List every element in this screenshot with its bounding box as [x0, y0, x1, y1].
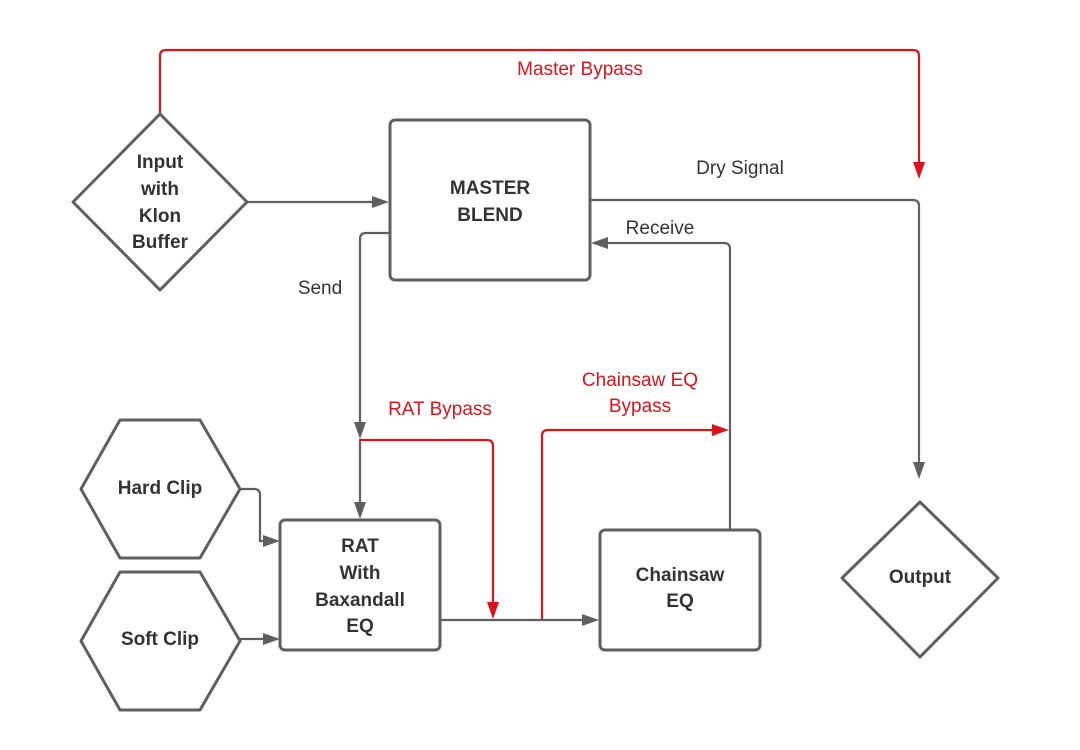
node-soft-clip-label: Soft Clip [121, 629, 199, 650]
node-rat-line2: With [340, 563, 381, 584]
edge-send[interactable] [354, 231, 389, 519]
edge-soft-clip-to-rat[interactable] [239, 633, 280, 645]
node-master-blend-line1: MASTER [450, 178, 531, 199]
node-output-label: Output [889, 567, 952, 588]
edge-receive[interactable] [591, 237, 732, 530]
node-input-line1: Input [137, 152, 184, 173]
edge-hard-clip-to-rat[interactable] [239, 487, 280, 547]
edge-input-to-blend[interactable] [247, 196, 389, 208]
edge-label-master-bypass: Master Bypass [517, 59, 643, 80]
edge-master-bypass[interactable] [158, 48, 925, 179]
edge-label-dry-signal: Dry Signal [696, 158, 784, 179]
edge-label-receive: Receive [626, 218, 695, 239]
node-hard-clip-label: Hard Clip [118, 478, 202, 499]
node-chainsaw-eq[interactable]: Chainsaw EQ [598, 528, 762, 652]
edge-rat-to-chainsaw[interactable] [440, 614, 599, 626]
edge-dry-signal[interactable] [590, 198, 925, 479]
node-rat-line1: RAT [341, 536, 379, 557]
node-rat[interactable]: RAT With Baxandall EQ [278, 518, 442, 652]
node-input-line2: with [140, 179, 179, 200]
node-soft-clip[interactable]: Soft Clip [79, 570, 242, 712]
edge-rat-bypass[interactable] [360, 438, 499, 619]
node-chainsaw-line2: EQ [666, 591, 693, 612]
node-master-blend-line2: BLEND [457, 205, 522, 226]
node-rat-line3: Baxandall [315, 590, 405, 611]
node-rat-line4: EQ [346, 616, 373, 637]
node-output[interactable]: Output [840, 500, 1000, 659]
edge-label-rat-bypass: RAT Bypass [388, 399, 492, 420]
node-master-blend[interactable]: MASTER BLEND [388, 118, 592, 282]
edge-label-send: Send [298, 278, 342, 299]
edge-label-chainsaw-bypass-line1: Chainsaw EQ [582, 370, 698, 391]
node-chainsaw-line1: Chainsaw [636, 565, 725, 586]
node-input[interactable]: Input with Klon Buffer [71, 112, 249, 292]
edge-label-chainsaw-bypass-line2: Bypass [609, 396, 671, 417]
node-hard-clip[interactable]: Hard Clip [79, 418, 242, 560]
node-input-line3: Klon [139, 206, 181, 227]
node-input-line4: Buffer [132, 232, 189, 253]
edge-chainsaw-bypass[interactable] [540, 424, 729, 619]
